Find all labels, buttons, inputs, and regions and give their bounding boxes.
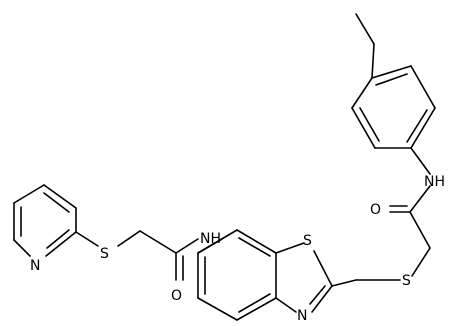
- bond-double-inner: [359, 107, 380, 142]
- bond: [275, 297, 297, 313]
- bond-double-inner: [46, 229, 70, 249]
- bond: [409, 211, 431, 249]
- bond: [175, 238, 199, 254]
- atom-label-nh-left: NH: [200, 231, 221, 247]
- bond: [351, 107, 376, 149]
- bond-double-inner: [309, 285, 326, 305]
- atom-label-o-left: O: [171, 288, 182, 304]
- bond: [139, 230, 177, 254]
- bond: [13, 184, 45, 204]
- atom-label-n-thiazole: N: [297, 308, 307, 324]
- bond: [197, 297, 238, 321]
- bond-layer: [13, 13, 436, 321]
- atom-label-s-thiazole: S: [303, 233, 312, 249]
- bond: [13, 239, 31, 257]
- atom-label-o-right: O: [370, 202, 381, 218]
- bond: [236, 229, 277, 254]
- bond: [313, 250, 333, 287]
- bond: [197, 238, 223, 254]
- bond: [355, 13, 375, 45]
- bond: [236, 297, 277, 321]
- bond: [275, 242, 305, 254]
- atom-label-n-pyridine: N: [30, 258, 40, 274]
- bond: [75, 231, 99, 247]
- atom-label-s-thioether: S: [402, 273, 411, 289]
- bond: [351, 77, 373, 109]
- atom-label-layer: NH O S S N NH O S N: [30, 174, 445, 324]
- atom-label-s-pyridyl: S: [100, 246, 109, 262]
- bond: [410, 107, 436, 149]
- bond: [371, 43, 375, 79]
- bond: [43, 184, 77, 209]
- bond-double-inner: [238, 237, 271, 257]
- bond: [409, 185, 431, 213]
- bond: [311, 285, 333, 313]
- bond: [331, 279, 357, 287]
- bond-double-inner: [43, 192, 70, 213]
- bond-double-inner: [238, 293, 271, 313]
- bond: [371, 65, 412, 79]
- bond: [410, 65, 436, 109]
- bond: [45, 231, 77, 257]
- bond-double-inner: [375, 73, 408, 86]
- bond-double-inner: [406, 109, 428, 143]
- bond: [411, 247, 431, 277]
- atom-label-nh-right: NH: [424, 174, 445, 190]
- bond: [410, 147, 431, 175]
- bond: [117, 230, 141, 247]
